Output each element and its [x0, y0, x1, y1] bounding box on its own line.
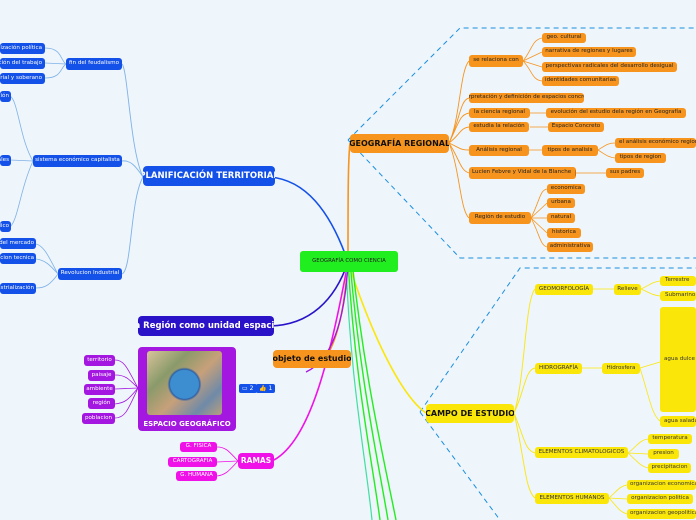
capitalista-item-node[interactable]: ales — [0, 155, 11, 166]
thumbs-up-icon: 👍 — [259, 385, 267, 392]
likes-badge[interactable]: 👍 1 — [256, 384, 276, 393]
agua-salada-node[interactable]: agua salada — [660, 416, 696, 427]
region-item-node[interactable]: urbana — [547, 198, 575, 208]
region-item-node[interactable]: historica — [547, 228, 581, 238]
region-estudio-node[interactable]: Región de estudio — [469, 212, 531, 224]
hidrografia-node[interactable]: HIDROGRAFÍA — [535, 363, 582, 374]
humanos-node[interactable]: ELEMENTOS HUMANOS — [535, 493, 609, 504]
sistema-capitalista-node[interactable]: sistema económico capitalista — [33, 155, 122, 167]
revolucion-item-node[interactable]: dustrialización — [0, 283, 36, 294]
humanos-item-node[interactable]: organizacion economica — [627, 480, 696, 490]
relieve-node[interactable]: Relieve — [614, 284, 641, 295]
link-central-regionunidad — [269, 261, 349, 327]
espacio-item-node[interactable]: territorio — [84, 355, 115, 366]
relaciona-item-node[interactable]: geo. cultural — [542, 33, 586, 43]
campo-boundary — [419, 267, 696, 520]
ramas-node[interactable]: RAMAS — [238, 453, 274, 469]
clima-item-node[interactable]: precipitacion — [648, 463, 691, 473]
espacio-concreto-node[interactable]: Espacio Concreto — [548, 122, 604, 132]
tipos-analisis-node[interactable]: tipos de analisis — [542, 145, 598, 156]
link-central-campo — [347, 261, 427, 414]
estudia-relacion-node[interactable]: estudia la relación — [469, 122, 529, 132]
espacio-item-node[interactable]: poblacion — [82, 413, 115, 424]
link-central-ramas — [273, 261, 349, 461]
revolucion-item-node[interactable]: del mercado — [0, 238, 36, 249]
campo-estudio-node[interactable]: CAMPO DE ESTUDIO — [426, 404, 514, 423]
espacio-item-node[interactable]: paisaje — [88, 370, 115, 381]
region-item-node[interactable]: economica — [547, 184, 585, 194]
espacio-item-node[interactable]: región — [88, 398, 115, 409]
analisis-economico-node[interactable]: el análisis económico regional — [615, 138, 696, 148]
sus-padres-node[interactable]: sus padres — [606, 168, 644, 178]
ciencia-regional-node[interactable]: la ciencia regional — [469, 108, 530, 118]
relaciona-node[interactable]: se relaciona con — [469, 55, 523, 67]
feudal-item-node[interactable]: organización política — [0, 43, 45, 54]
tipos-region-node[interactable]: tipos de region — [615, 153, 666, 163]
espacio-geografico-image — [147, 351, 222, 415]
feudal-item-node[interactable]: torial y soberano — [0, 73, 45, 84]
region-item-node[interactable]: natural — [547, 213, 575, 223]
humanos-item-node[interactable]: organizacion geopolitica — [627, 509, 696, 519]
region-unidad-espacial-node[interactable]: La Región como unidad espacial — [138, 316, 274, 336]
central-node[interactable]: GEOGRAFÍA COMO CIENCIA — [300, 251, 398, 272]
clima-item-node[interactable]: presion — [648, 449, 679, 459]
lucien-febvre-label: Lucien Febvre y Vidal de la Blanche — [472, 169, 572, 176]
evolucion-node[interactable]: evolución del estudio dela región en Geo… — [546, 108, 686, 118]
notes-icon[interactable]: ≡ — [575, 170, 576, 176]
link-central-planificacion — [269, 176, 349, 263]
comments-badge[interactable]: ▭ 2 — [239, 384, 257, 393]
fin-feudalismo-node[interactable]: fin del feudalismo — [66, 58, 122, 70]
region-item-node[interactable]: administrativa — [547, 242, 593, 252]
analisis-regional-node[interactable]: Análisis regional — [469, 145, 529, 156]
interpretacion-node[interactable]: Interpretación y definición de espacios … — [469, 93, 584, 103]
geomorfologia-node[interactable]: GEOMORFOLOGÍA — [535, 284, 593, 295]
link-central-regional — [347, 142, 351, 263]
relieve-item-node[interactable]: Terrestre — [660, 276, 696, 286]
ramas-item-node[interactable]: CARTOGRAFIA — [168, 457, 217, 467]
feudal-item-node[interactable]: ación del trabajo — [0, 58, 45, 69]
ramas-item-node[interactable]: G. FISICA — [180, 442, 217, 452]
revolucion-item-node[interactable]: acion tecnica — [0, 253, 36, 264]
relaciona-item-node[interactable]: perspectivas radicales del desarrollo de… — [542, 62, 677, 72]
espacio-geografico-label: ESPACIO GEOGRÁFICO — [143, 420, 231, 428]
espacio-item-node[interactable]: ambiente — [84, 384, 115, 395]
geografia-regional-node[interactable]: GEOGRAFÍA REGIONAL — [350, 134, 449, 153]
ramas-item-node[interactable]: G. HUMANA — [176, 471, 217, 481]
humanos-item-node[interactable]: organizacion politica — [627, 494, 693, 504]
relieve-item-node[interactable]: Submarino — [660, 291, 696, 301]
hidrosfera-node[interactable]: Hidrosfera — [602, 363, 640, 374]
planificacion-territorial-node[interactable]: PLANIFICACIÓN TERRITORIAL — [143, 166, 275, 186]
clima-item-node[interactable]: temperatura — [648, 434, 692, 444]
agua-dulce-node[interactable]: agua dulce — [660, 307, 696, 412]
regional-boundary — [347, 27, 696, 259]
comment-icon: ▭ — [242, 385, 248, 392]
revolucion-industrial-node[interactable]: Revolucion Industrial — [58, 268, 122, 280]
capitalista-item-node[interactable]: ación — [0, 91, 11, 102]
objeto-estudio-node[interactable]: objeto de estudio — [273, 350, 351, 368]
climatologicos-node[interactable]: ELEMENTOS CLIMATOLOGICOS — [535, 447, 628, 458]
lucien-febvre-node[interactable]: Lucien Febvre y Vidal de la Blanche ≡ — [469, 167, 576, 179]
relaciona-item-node[interactable]: identidades comunitarias — [542, 76, 619, 86]
espacio-geografico-node[interactable]: ESPACIO GEOGRÁFICO — [138, 347, 236, 431]
capitalista-item-node[interactable]: alico — [0, 221, 11, 232]
relaciona-item-node[interactable]: narrativa de regiones y lugares — [542, 47, 636, 57]
